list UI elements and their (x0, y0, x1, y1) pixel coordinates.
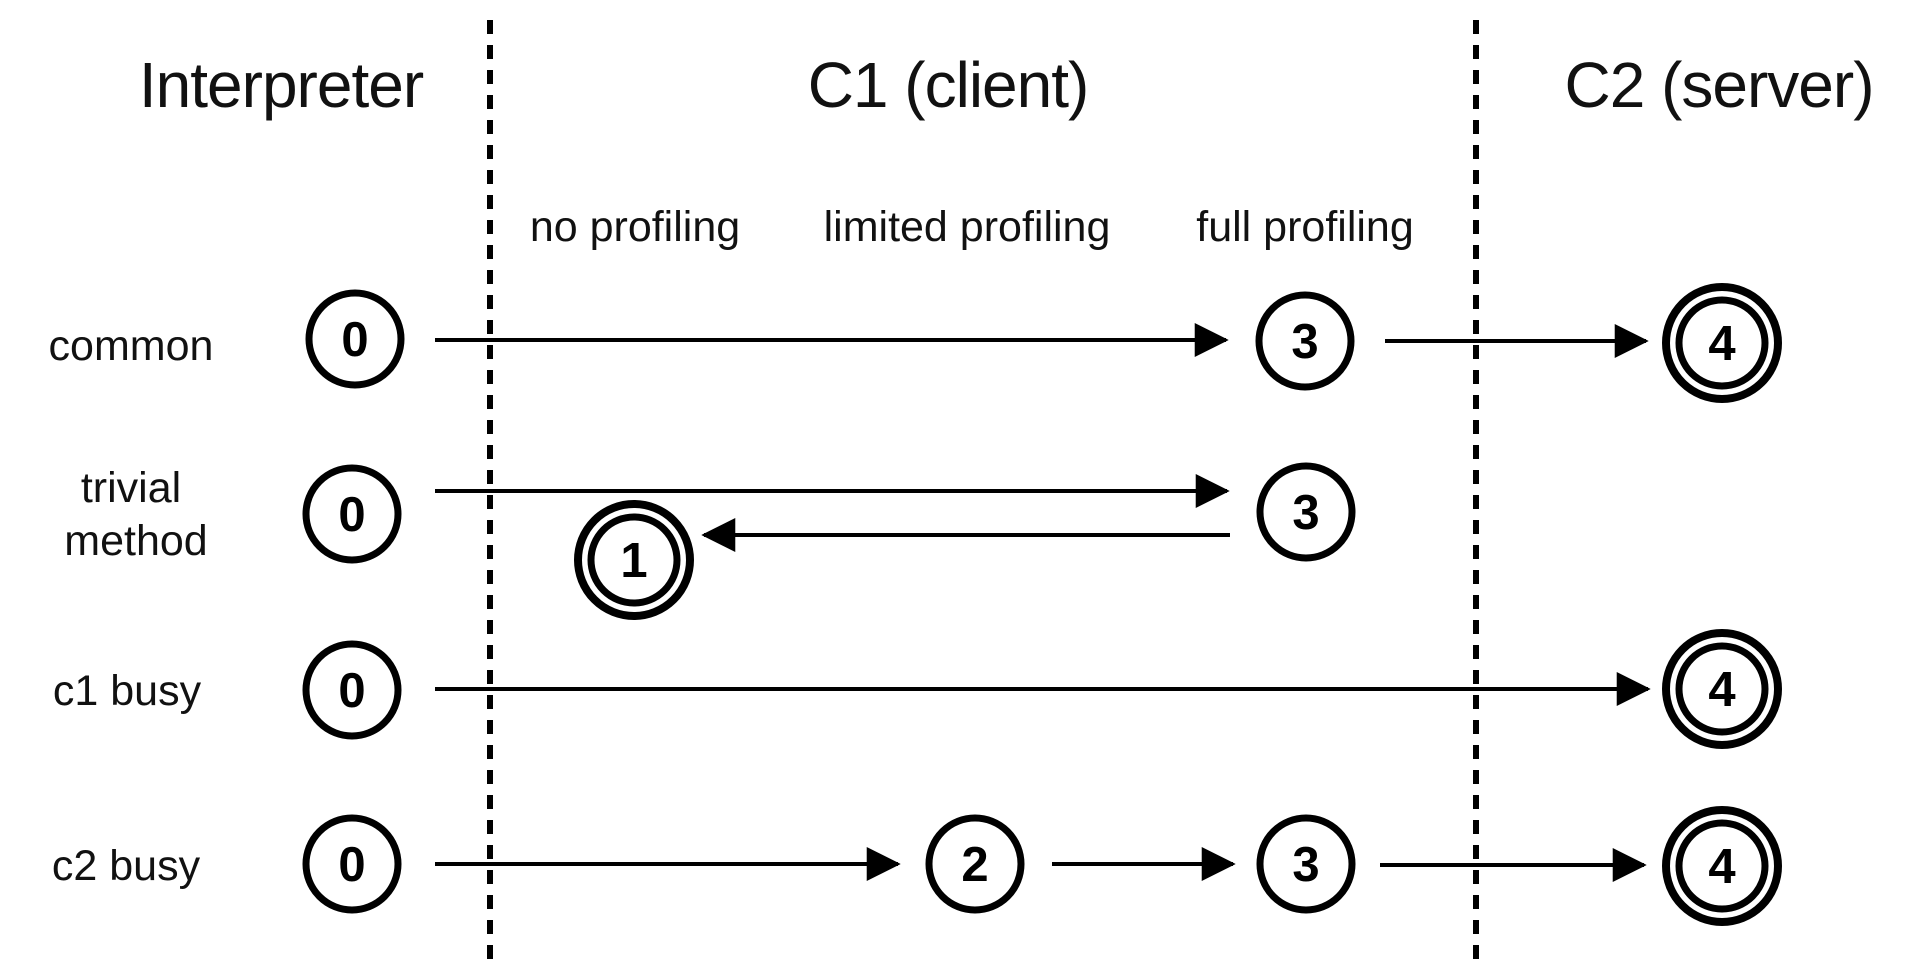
node-c2busy-3-value: 3 (1292, 838, 1319, 892)
node-c2busy-3-circle (1256, 814, 1356, 914)
node-c2busy-2-circle (925, 814, 1025, 914)
node-c2busy-0-circle (302, 814, 402, 914)
node-c2busy-2-value: 2 (961, 838, 988, 892)
row-label-c1-busy: c1 busy (53, 667, 202, 715)
node-trivial-1-inner-ring (587, 513, 681, 607)
row-label-method: method (64, 517, 207, 565)
node-c2busy-4-value: 4 (1708, 840, 1735, 894)
node-c1busy-4-inner-ring (1675, 642, 1769, 736)
node-common-3: 3 (1255, 291, 1355, 391)
node-c2busy-0-value: 0 (338, 838, 365, 892)
node-trivial-0-value: 0 (338, 488, 365, 542)
node-c1busy-0-circle (302, 640, 402, 740)
node-common-4-final: 4 (1662, 283, 1782, 403)
node-c2busy-3: 3 (1256, 814, 1356, 914)
node-trivial-0-circle (302, 464, 402, 564)
node-c1busy-4-final: 4 (1662, 629, 1782, 749)
node-c2busy-0: 0 (302, 814, 402, 914)
node-trivial-0: 0 (302, 464, 402, 564)
row-trivial-method: trivial method 0 3 1 (64, 462, 1356, 620)
node-common-0-value: 0 (341, 313, 368, 367)
node-common-3-value: 3 (1291, 315, 1318, 369)
node-c1busy-0: 0 (302, 640, 402, 740)
row-label-common: common (49, 322, 214, 370)
node-c1busy-0-value: 0 (338, 664, 365, 718)
node-common-4-inner-ring (1675, 296, 1769, 390)
node-trivial-3-circle (1256, 462, 1356, 562)
row-common: common 0 3 4 (49, 283, 1782, 403)
node-c1busy-4-value: 4 (1708, 663, 1735, 717)
column-header-c2-server: C2 (server) (1564, 49, 1873, 121)
node-trivial-1-final: 1 (574, 500, 694, 620)
node-common-4-value: 4 (1708, 317, 1735, 371)
node-trivial-1-value: 1 (620, 534, 647, 588)
node-c2busy-4-final: 4 (1662, 806, 1782, 926)
node-trivial-3-value: 3 (1292, 486, 1319, 540)
row-c2-busy: c2 busy 0 2 3 4 (52, 806, 1782, 926)
row-label-trivial: trivial (81, 464, 181, 512)
node-trivial-3: 3 (1256, 462, 1356, 562)
row-c1-busy: c1 busy 0 4 (53, 629, 1782, 749)
column-header-c1-client: C1 (client) (808, 49, 1089, 121)
node-common-0-circle (305, 289, 405, 389)
node-c2busy-2: 2 (925, 814, 1025, 914)
row-label-c2-busy: c2 busy (52, 842, 201, 890)
phase-label-limited-profiling: limited profiling (824, 203, 1111, 251)
phase-label-no-profiling: no profiling (530, 203, 740, 251)
node-c2busy-4-inner-ring (1675, 819, 1769, 913)
phase-label-full-profiling: full profiling (1196, 203, 1414, 251)
column-header-interpreter: Interpreter (139, 49, 424, 121)
node-common-0: 0 (305, 289, 405, 389)
node-common-3-circle (1255, 291, 1355, 391)
